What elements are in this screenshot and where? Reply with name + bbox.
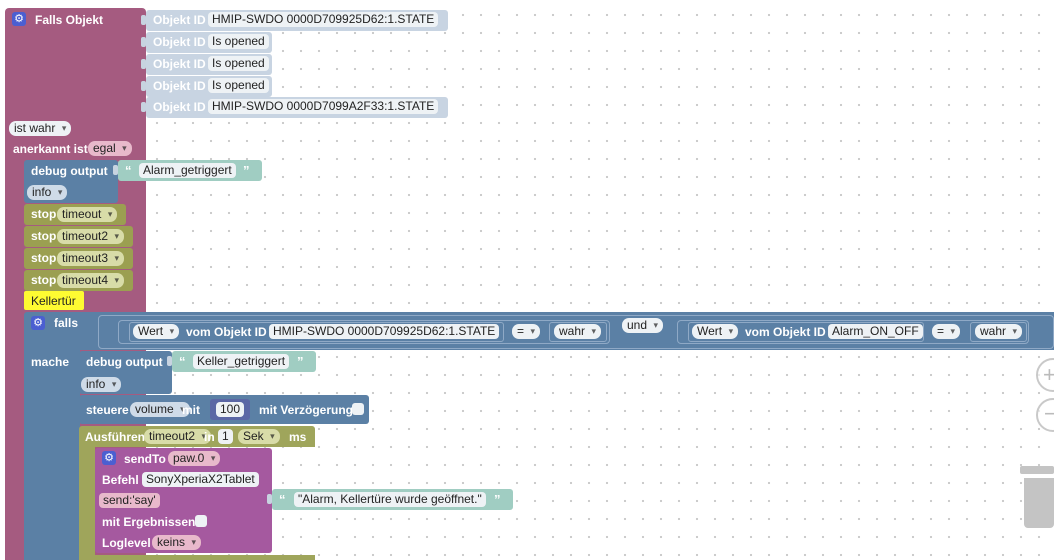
input-connector [167,356,172,366]
steuere-var-dropdown[interactable]: volume [130,402,190,417]
wert-block[interactable] [129,322,504,342]
input-connector [141,102,146,112]
sendto-label: sendTo [124,452,166,466]
trash-icon[interactable] [1020,466,1054,530]
stop-timer-dropdown[interactable]: timeout3 [57,251,125,266]
ausfuehren-in-label: in [204,430,215,444]
befehl-field[interactable]: SonyXperiaX2Tablet [142,472,259,487]
loglevel-label: Loglevel [102,536,151,550]
quote-close-icon: ” [494,492,501,507]
vom-objekt-label: vom Objekt ID [745,325,826,339]
debug-output-label: debug output [31,164,108,178]
loglevel-dropdown[interactable]: keins [152,535,202,550]
objekt-id-label: Objekt ID [153,100,206,114]
falls-label: falls [54,316,79,330]
wert-block[interactable] [688,322,924,342]
compare-block[interactable] [677,320,1029,344]
compare-op-dropdown[interactable]: = [932,324,961,339]
input-connector [141,15,146,25]
objekt-id-field[interactable]: HMIP-SWDO 0000D7099A2F33:1.STATE [208,99,439,114]
next-block-edge [95,555,315,560]
zoom-in-button[interactable]: + [1036,358,1054,392]
stop-label: stop [31,207,57,221]
ausfuehren-timer-dropdown[interactable]: timeout2 [144,429,212,444]
objekt-id-label: Objekt ID [153,57,206,71]
steuere-mit-label: mit [182,403,200,417]
debug-output-label: debug output [86,355,163,369]
debug-level-dropdown[interactable]: info [81,377,122,392]
stop-timer-dropdown[interactable]: timeout [57,207,118,222]
ausfuehren-ms-label: ms [289,430,307,444]
verzoegerung-label: mit Verzögerung [259,403,354,417]
objekt-id-label: Objekt ID [153,13,206,27]
objekt-id-field[interactable]: HMIP-SWDO 0000D709925D62:1.STATE [208,12,439,27]
quote-close-icon: ” [297,354,304,369]
ist-dropdown[interactable]: ist wahr [9,121,72,136]
gear-icon[interactable]: ⚙ [31,316,45,330]
objekt-id-label: Objekt ID [153,35,206,49]
verzoegerung-checkbox[interactable] [352,403,364,415]
ergebnisse-label: mit Ergebnissen [102,515,196,529]
comment-text: Kellertür [31,294,76,308]
compare-op-dropdown[interactable]: = [512,324,541,339]
ausfuehren-label: Ausführen [85,430,145,444]
stop-label: stop [31,273,57,287]
input-connector [141,37,146,47]
zoom-out-button[interactable]: − [1036,398,1054,432]
bool-dropdown[interactable]: wahr [975,324,1023,339]
wert-dropdown[interactable]: Wert [692,324,739,339]
anerkannt-label: anerkannt ist [13,142,88,156]
message-field[interactable]: "Alarm, Kellertüre wurde geöffnet." [294,492,486,507]
befehl-label: Befehl [102,473,139,487]
ausfuehren-unit-dropdown[interactable]: Sek [238,429,280,444]
gear-icon[interactable]: ⚙ [102,451,116,465]
gear-icon[interactable]: ⚙ [12,12,26,26]
quote-open-icon: “ [125,163,132,178]
debug-level-dropdown[interactable]: info [27,185,68,200]
bool-block[interactable] [549,322,607,342]
falls-objekt-title: Falls Objekt [35,13,104,27]
ausfuehren-amount-field[interactable]: 1 [218,429,233,444]
ausfuehren-body [79,447,95,560]
stop-label: stop [31,229,57,243]
quote-close-icon: ” [243,163,250,178]
steuere-value-field[interactable]: 100 [216,402,245,417]
objekt-id-label: Objekt ID [153,79,206,93]
stop-timer-dropdown[interactable]: timeout4 [57,273,125,288]
objekt-id-field[interactable]: Is opened [208,78,269,93]
objekt-id-field[interactable]: Is opened [208,34,269,49]
quote-open-icon: “ [179,354,186,369]
sendto-instance-dropdown[interactable]: paw.0 [168,451,221,466]
wert-dropdown[interactable]: Wert [133,324,180,339]
send-say-field[interactable]: send:'say' [99,493,160,508]
minus-icon: − [1044,401,1054,426]
input-connector [141,59,146,69]
objekt-id-field[interactable]: HMIP-SWDO 0000D709925D62:1.STATE [269,324,500,339]
anerkannt-dropdown[interactable]: egal [88,141,132,156]
bool-block[interactable] [970,322,1027,342]
compare-block[interactable] [118,320,610,344]
plus-icon: + [1043,362,1054,387]
input-connector [113,165,118,175]
falls-block[interactable] [24,312,80,560]
comment-block[interactable] [24,291,84,310]
debug-text-field[interactable]: Alarm_getriggert [139,163,236,178]
input-connector [267,494,272,504]
objekt-id-field[interactable]: Is opened [208,56,269,71]
ergebnisse-checkbox[interactable] [195,515,207,527]
stop-label: stop [31,251,57,265]
objekt-id-field[interactable]: Alarm_ON_OFF [828,324,923,339]
vom-objekt-label: vom Objekt ID [186,325,267,339]
und-dropdown[interactable]: und [622,318,664,333]
mache-label: mache [31,355,70,369]
quote-open-icon: “ [279,492,286,507]
bool-dropdown[interactable]: wahr [554,324,602,339]
input-connector [141,81,146,91]
stop-timer-dropdown[interactable]: timeout2 [57,229,125,244]
steuere-label: steuere [86,403,129,417]
debug-text-field[interactable]: Keller_getriggert [193,354,290,369]
